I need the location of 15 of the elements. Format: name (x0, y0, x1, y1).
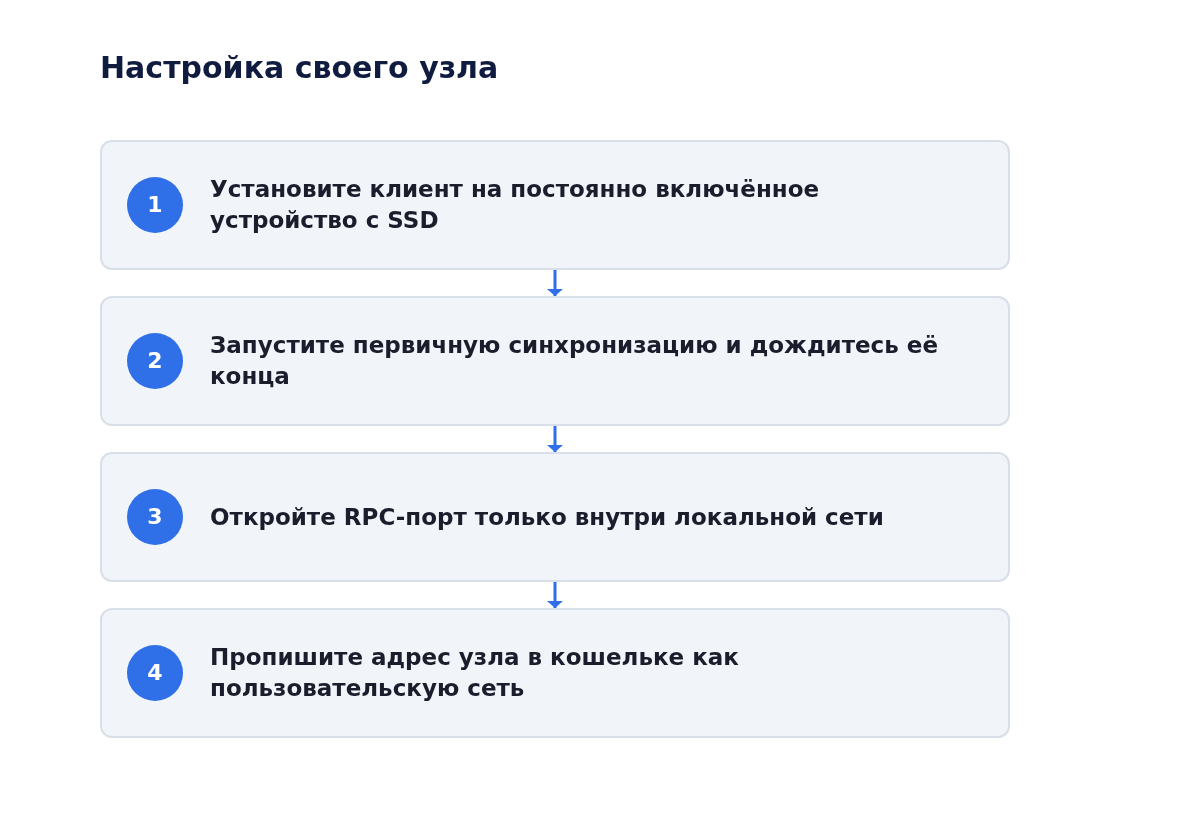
step-number: 1 (127, 177, 183, 233)
step-text: Пропишите адрес узла в кошельке как пользовательскую сеть (210, 643, 740, 703)
step-number: 2 (127, 333, 183, 389)
arrow (547, 582, 563, 608)
step-text: Запустите первичную синхронизацию и дождитесь её конца (210, 331, 939, 391)
step-card (100, 296, 1010, 426)
arrow (547, 426, 563, 452)
step-text: Откройте RPC-порт только внутри локальной сети (210, 502, 884, 532)
step-number: 3 (127, 489, 183, 545)
step-card (100, 140, 1010, 270)
diagram-title: Настройка своего узла (100, 49, 499, 87)
step-card (100, 452, 1010, 582)
step-text: Установите клиент на постоянно включённое устройство с SSD (210, 175, 821, 235)
step-number: 4 (127, 645, 183, 701)
step-card (100, 608, 1010, 738)
